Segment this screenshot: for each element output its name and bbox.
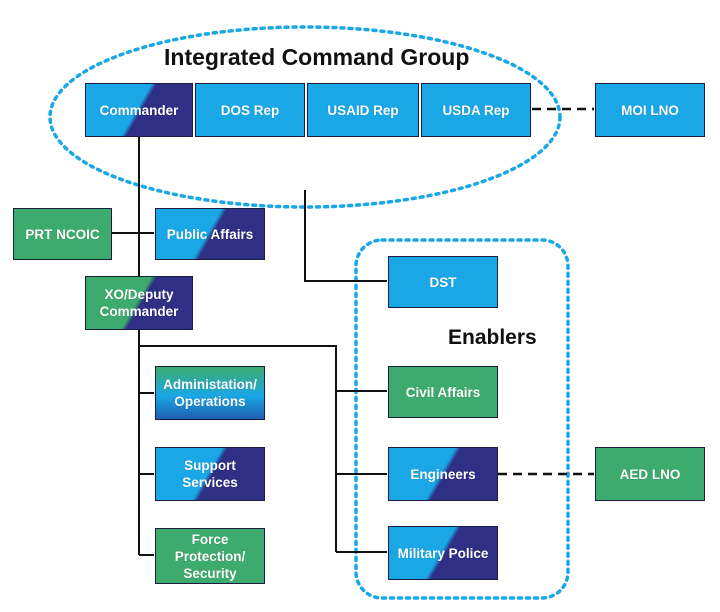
moi-lno-box[interactable]: MOI LNO [595,83,705,137]
connector-xo-to-enablers [139,345,337,552]
enablers-title: Enablers [448,326,537,349]
administration-operations-box[interactable]: Administation/ Operations [155,366,265,420]
usda-rep-box[interactable]: USDA Rep [421,83,531,137]
integrated-command-group-title: Integrated Command Group [164,44,470,70]
force-protection-security-box[interactable]: Force Protection/ Security [155,528,265,584]
connector-command-to-dst [304,190,387,282]
military-police-box[interactable]: Military Police [388,526,498,580]
xo-deputy-commander-box[interactable]: XO/Deputy Commander [85,276,193,330]
civil-affairs-box[interactable]: Civil Affairs [388,366,498,418]
commander-box[interactable]: Commander [85,83,193,137]
engineers-box[interactable]: Engineers [388,447,498,501]
enablers-outline [354,238,570,600]
prt-ncoic-box[interactable]: PRT NCOIC [13,208,112,260]
support-services-box[interactable]: Support Services [155,447,265,501]
usaid-rep-box[interactable]: USAID Rep [307,83,419,137]
dos-rep-box[interactable]: DOS Rep [195,83,305,137]
dst-box[interactable]: DST [388,256,498,308]
aed-lno-box[interactable]: AED LNO [595,447,705,501]
public-affairs-box[interactable]: Public Affairs [155,208,265,260]
